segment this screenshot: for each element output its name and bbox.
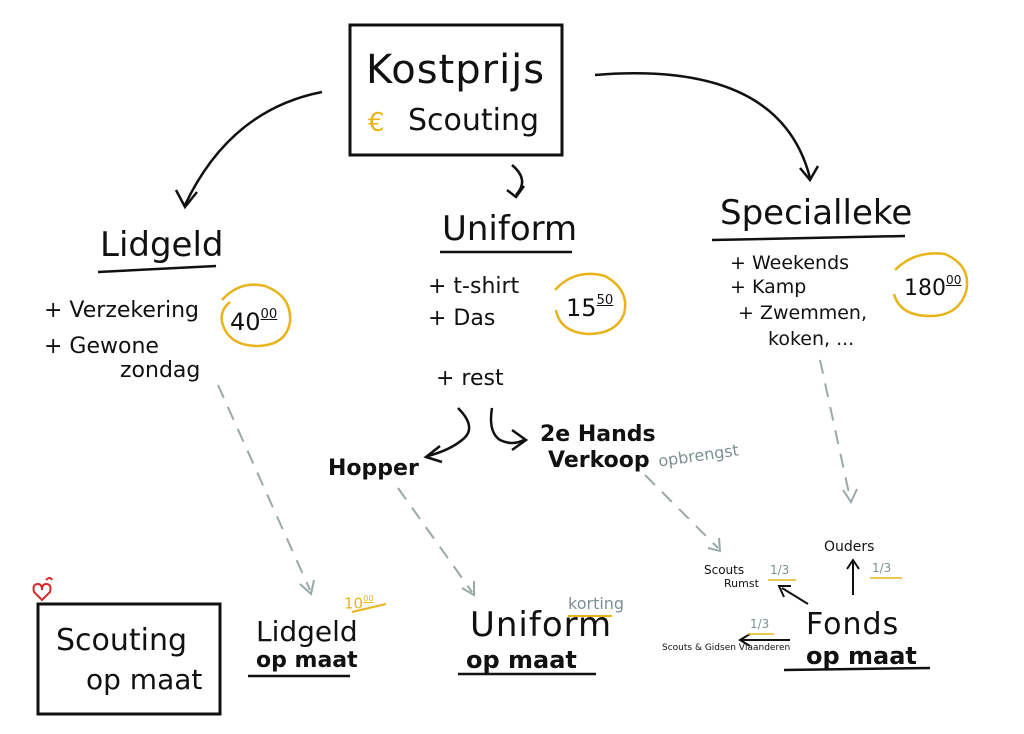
- specialleke-item-koken: koken, ...: [768, 328, 855, 350]
- dashed-arrow-second-hand: [644, 474, 719, 549]
- uniform-rest: + rest: [436, 366, 504, 391]
- uniform-price-main: 15: [566, 293, 597, 322]
- arrowhead-specialleke: [799, 165, 820, 183]
- lidgeld-amount-underline: [351, 603, 387, 613]
- dashed-arrow-hopper: [397, 487, 473, 593]
- uniform-price: 1550: [566, 294, 613, 320]
- lidgeld-amount: 1000: [344, 594, 374, 611]
- dashed-arrowhead-second-hand: [707, 537, 722, 553]
- lidgeld-item-verzekering: + Verzekering: [44, 298, 199, 323]
- lidgeld-amount-main: 10: [344, 594, 364, 613]
- uniform-item-tshirt: + t-shirt: [428, 274, 520, 299]
- fonds-op-maat-underline: [783, 666, 931, 672]
- hopper-label: Hopper: [328, 456, 419, 481]
- lidgeld-price: 4000: [230, 308, 277, 334]
- lidgeld-op-maat-line1: Lidgeld: [256, 615, 358, 648]
- arrow-root-to-lidgeld: [183, 90, 323, 206]
- dashed-arrowhead-hopper: [461, 581, 475, 597]
- root-subtitle: Scouting: [408, 103, 540, 138]
- root-title: Kostprijs: [366, 47, 546, 93]
- uniform-op-maat-line2: op maat: [466, 646, 577, 674]
- arrowhead-hopper: [423, 445, 443, 464]
- lidgeld-item-zondag: zondag: [120, 358, 201, 383]
- second-hand-line1: 2e Hands: [540, 422, 656, 447]
- arrowhead-vlaanderen: [738, 633, 751, 647]
- lidgeld-item-gewone: + Gewone: [44, 334, 159, 359]
- korting-label: korting: [568, 594, 625, 613]
- dashed-arrow-specialleke: [819, 359, 851, 499]
- specialleke-price-circle: [892, 252, 969, 318]
- arrow-fonds-to-rumst: [781, 587, 809, 605]
- scouting-op-maat-box: [36, 602, 222, 716]
- arrow-root-to-specialleke: [594, 72, 812, 179]
- specialleke-price-cents: 00: [946, 273, 962, 287]
- second-hand-line2: Verkoop: [548, 448, 650, 473]
- uniform-op-maat-line1: Uniform: [470, 605, 613, 645]
- specialleke-item-kamp: + Kamp: [730, 276, 807, 298]
- heart-logo-icon: [32, 577, 53, 602]
- fonds-op-maat-line1: Fonds: [806, 607, 900, 642]
- uniform-title: Uniform: [442, 209, 578, 249]
- arrowhead-lidgeld: [174, 189, 198, 210]
- fraction-rumst: 1/3: [770, 563, 790, 577]
- lidgeld-price-cents: 00: [260, 307, 278, 322]
- arrowhead-ouders: [846, 558, 860, 570]
- specialleke-item-weekends: + Weekends: [730, 252, 850, 274]
- specialleke-price-main: 180: [904, 275, 946, 301]
- lidgeld-op-maat-line2: op maat: [256, 648, 358, 673]
- lidgeld-underline: [97, 264, 217, 274]
- lidgeld-amount-cents: 00: [363, 593, 374, 603]
- dashed-arrowhead-specialleke: [842, 488, 858, 505]
- arrowhead-rumst: [777, 585, 791, 598]
- specialleke-item-zwemmen: + Zwemmen,: [738, 302, 867, 324]
- specialleke-title: Specialleke: [720, 193, 913, 233]
- uniform-price-circle: [554, 272, 627, 336]
- arrowhead-second-hand: [511, 428, 529, 452]
- uniform-item-das: + Das: [428, 306, 496, 331]
- specialleke-price: 18000: [904, 274, 961, 300]
- fonds-op-maat-line2: op maat: [806, 642, 917, 670]
- dashed-arrow-lidgeld: [217, 384, 311, 591]
- scouting-op-maat-line1: Scouting: [56, 623, 188, 658]
- arrowhead-uniform: [506, 185, 526, 199]
- uniform-price-cents: 50: [596, 293, 614, 308]
- lidgeld-price-circle: [220, 283, 292, 348]
- ouders-label: Ouders: [824, 539, 875, 555]
- arrow-rest-to-second-hand: [489, 407, 525, 445]
- euro-icon: €: [368, 108, 385, 138]
- scouts-rumst-line2: Rumst: [724, 577, 759, 590]
- fraction-vlaanderen: 1/3: [750, 617, 770, 631]
- scouts-rumst-line1: Scouts: [704, 563, 745, 577]
- fraction-ouders: 1/3: [872, 561, 892, 575]
- root-box: [348, 23, 564, 157]
- lidgeld-price-main: 40: [230, 307, 261, 336]
- scouts-vlaanderen-label: Scouts & Gidsen Vlaanderen: [662, 643, 791, 653]
- dashed-arrowhead-lidgeld: [299, 579, 315, 596]
- scouting-op-maat-line2: op maat: [86, 663, 203, 696]
- arrow-rest-to-hopper: [427, 407, 471, 458]
- specialleke-underline: [711, 234, 906, 242]
- lidgeld-title: Lidgeld: [100, 225, 224, 265]
